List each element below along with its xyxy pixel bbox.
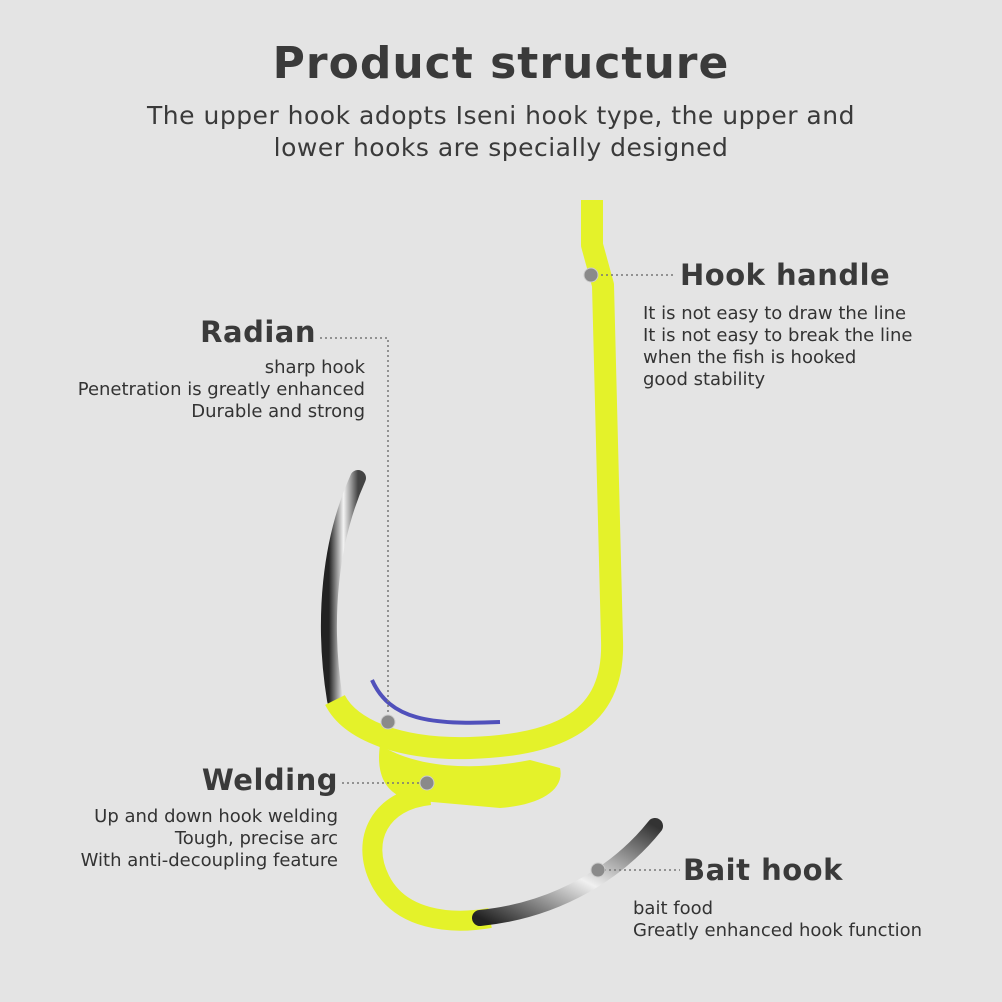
bait-hook-label: Bait hook: [683, 853, 843, 887]
hook-handle-marker: [583, 267, 599, 283]
radian-marker: [380, 714, 396, 730]
subtitle-line-2: lower hooks are specially designed: [273, 133, 729, 162]
subtitle-line-1: The upper hook adopts Iseni hook type, t…: [147, 101, 855, 130]
description-line: With anti-decoupling feature: [80, 850, 338, 871]
bait-hook-silver: [472, 818, 663, 926]
description-line: good stability: [643, 369, 766, 390]
lower-hook: [362, 785, 492, 931]
radian-label: Radian: [200, 315, 316, 349]
upper-hook-silver: [320, 470, 366, 708]
welding-description: Up and down hook welding Tough, precise …: [81, 806, 338, 872]
description-line: Penetration is greatly enhanced: [77, 379, 365, 400]
description-line: bait food: [633, 898, 714, 919]
radian-leader: [320, 337, 389, 716]
hook-handle: [325, 200, 624, 760]
description-line: sharp hook: [264, 357, 365, 378]
radian-arc: [370, 679, 501, 725]
bait-hook-description: bait food Greatly enhanced hook function: [633, 898, 922, 942]
page-title: Product structure: [272, 38, 730, 89]
hook-handle-description: It is not easy to draw the line It is no…: [643, 303, 912, 391]
description-line: Greatly enhanced hook function: [633, 920, 923, 941]
description-line: Up and down hook welding: [94, 806, 338, 827]
hook-handle-label: Hook handle: [680, 258, 891, 292]
description-line: when the fish is hooked: [643, 347, 857, 368]
welding-label: Welding: [201, 763, 338, 797]
radian-description: sharp hook Penetration is greatly enhanc…: [78, 357, 365, 423]
welding-marker: [419, 775, 435, 791]
bait-hook-marker: [590, 862, 606, 878]
description-line: It is not easy to break the line: [643, 325, 913, 346]
description-line: It is not easy to draw the line: [643, 303, 907, 324]
description-line: Durable and strong: [191, 401, 365, 422]
description-line: Tough, precise arc: [174, 828, 338, 849]
